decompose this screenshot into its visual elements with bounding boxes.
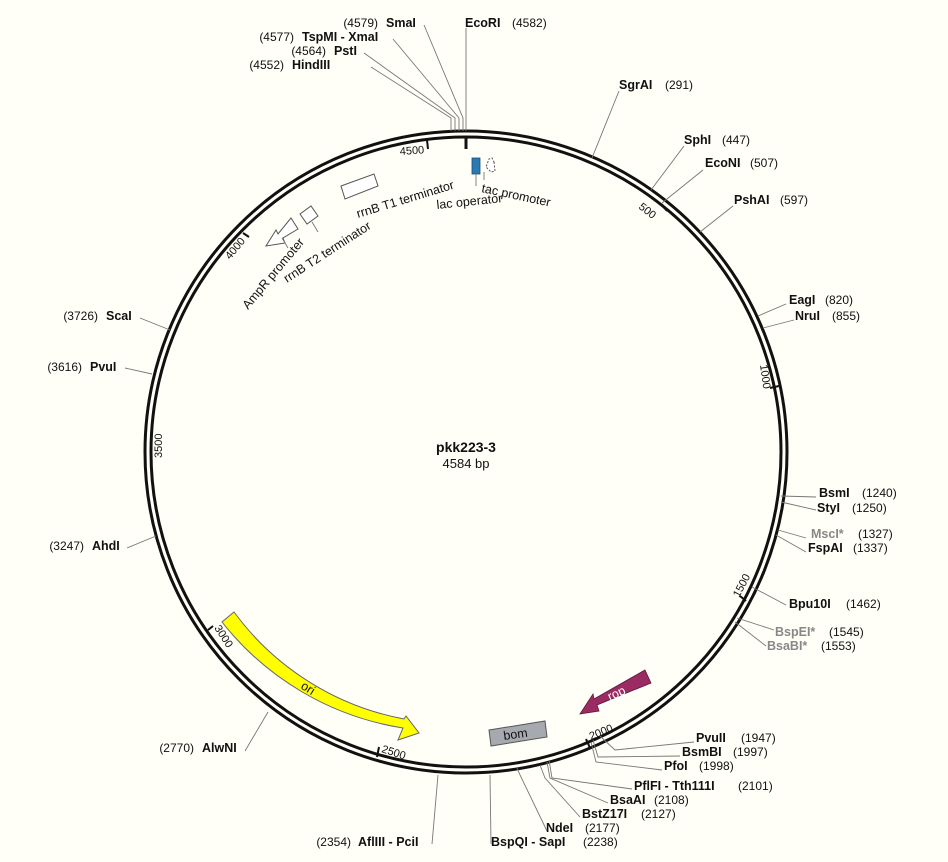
ruler-tick-500 — [660, 203, 668, 212]
site-name-pvui[interactable]: PvuI — [90, 360, 116, 374]
site-name-sphi[interactable]: SphI — [684, 133, 711, 147]
site-name-bspei[interactable]: BspEI* — [775, 625, 815, 639]
site-pos-bspqi: (2238) — [583, 835, 618, 849]
site-name-bsabi[interactable]: BsaBI* — [767, 639, 807, 653]
site-pos-bsmbi: (1997) — [733, 745, 768, 759]
site-name-bsmbi[interactable]: BsmBI — [682, 745, 722, 759]
site-name-scai[interactable]: ScaI — [106, 309, 132, 323]
site-pos-smai: (4579) — [343, 16, 378, 30]
site-pos-eagi: (820) — [825, 293, 853, 307]
site-pos-bsmi: (1240) — [862, 486, 897, 500]
site-name-bsmi[interactable]: BsmI — [819, 486, 850, 500]
site-pos-sphi: (447) — [722, 133, 750, 147]
site-name-bpu10i[interactable]: Bpu10I — [789, 597, 831, 611]
site-name-pvuii[interactable]: PvuII — [696, 731, 726, 745]
site-leaders — [124, 24, 817, 845]
ampR-promoter-feature[interactable] — [264, 217, 299, 247]
ruler-tick-2000 — [585, 738, 591, 749]
site-pos-tspmi: (4577) — [259, 30, 294, 44]
lac-operator-feature[interactable] — [471, 157, 481, 175]
site-pos-econi: (507) — [750, 156, 778, 170]
ruler-label-4500: 4500 — [399, 144, 424, 158]
ruler-label-3500: 3500 — [153, 434, 165, 458]
site-name-hindiii[interactable]: HindIII — [292, 58, 330, 72]
rop-label: rop — [605, 683, 627, 703]
site-pos-bsaai: (2108) — [654, 793, 689, 807]
site-pos-fspai: (1337) — [853, 541, 888, 555]
ruler-label-1000: 1000 — [757, 364, 772, 390]
rop-feature[interactable] — [579, 669, 652, 715]
site-name-pflfi[interactable]: PflFI - Tth111I — [634, 779, 715, 793]
site-pos-nrui: (855) — [832, 309, 860, 323]
site-name-tspmi[interactable]: TspMI - XmaI — [302, 30, 378, 44]
ruler-tick-1500 — [739, 595, 747, 602]
site-pos-msci: (1327) — [858, 527, 893, 541]
tac-promoter-feature[interactable] — [485, 157, 496, 173]
site-name-fspai[interactable]: FspAI — [808, 541, 843, 555]
site-name-sgrai[interactable]: SgrAI — [619, 78, 652, 92]
site-pos-hindiii: (4552) — [249, 58, 284, 72]
site-pos-pflfi: (2101) — [738, 779, 773, 793]
ruler: 500 1000 1500 2000 2500 3000 3500 4000 4… — [153, 139, 780, 762]
site-pos-afliii: (2354) — [316, 835, 351, 849]
site-labels: (4579) SmaI (4577) TspMI - XmaI (4564) P… — [47, 16, 896, 849]
ori-label: ori — [298, 679, 317, 698]
site-name-ndei[interactable]: NdeI — [546, 821, 573, 835]
site-pos-bstz17i: (2127) — [641, 807, 676, 821]
site-pos-ndei: (2177) — [585, 821, 620, 835]
site-name-bspqi[interactable]: BspQI - SapI — [491, 835, 565, 849]
site-pos-styi: (1250) — [852, 501, 887, 515]
ruler-tick-1000 — [769, 385, 780, 389]
site-name-bstz17i[interactable]: BstZ17I — [582, 807, 627, 821]
site-name-alwni[interactable]: AlwNI — [202, 741, 237, 755]
ruler-label-500: 500 — [636, 201, 658, 222]
site-pos-pvuii: (1947) — [741, 731, 776, 745]
site-pos-alwni: (2770) — [159, 741, 194, 755]
site-name-nrui[interactable]: NruI — [795, 309, 820, 323]
site-pos-ahdi: (3247) — [49, 539, 84, 553]
site-name-ecori[interactable]: EcoRI — [465, 16, 500, 30]
site-pos-psti: (4564) — [291, 44, 326, 58]
site-name-pshai[interactable]: PshAI — [734, 193, 769, 207]
ruler-tick-4500 — [426, 139, 429, 150]
ruler-tick-2500 — [376, 746, 380, 758]
lac-operator-label: lac operator — [436, 191, 503, 212]
site-pos-bsabi: (1553) — [821, 639, 856, 653]
site-name-ahdi[interactable]: AhdI — [92, 539, 120, 553]
rrnB-T2-terminator-feature[interactable] — [299, 205, 319, 225]
site-name-pfoi[interactable]: PfoI — [664, 759, 688, 773]
site-pos-pshai: (597) — [780, 193, 808, 207]
site-pos-bpu10i: (1462) — [846, 597, 881, 611]
plasmid-length: 4584 bp — [443, 456, 490, 471]
bom-label: bom — [502, 726, 528, 743]
site-pos-scai: (3726) — [63, 309, 98, 323]
ruler-tick-4000 — [242, 232, 250, 238]
site-pos-pvui: (3616) — [47, 360, 82, 374]
site-name-styi[interactable]: StyI — [817, 501, 840, 515]
bom-feature[interactable] — [488, 720, 548, 747]
plasmid-name: pkk223-3 — [436, 439, 496, 455]
site-name-eagi[interactable]: EagI — [789, 293, 815, 307]
rrnB-T1-terminator-feature[interactable] — [340, 173, 379, 200]
site-name-bsaai[interactable]: BsaAI — [610, 793, 645, 807]
site-name-msci[interactable]: MscI* — [811, 527, 844, 541]
site-name-smai[interactable]: SmaI — [386, 16, 416, 30]
site-name-afliii[interactable]: AflIII - PciI — [358, 835, 418, 849]
site-pos-bspei: (1545) — [829, 625, 864, 639]
site-name-psti[interactable]: PstI — [334, 44, 357, 58]
ruler-tick-3000 — [207, 625, 214, 631]
ori-feature[interactable] — [221, 611, 420, 741]
site-name-econi[interactable]: EcoNI — [705, 156, 740, 170]
site-pos-ecori: (4582) — [512, 16, 547, 30]
site-pos-sgrai: (291) — [665, 78, 693, 92]
site-pos-pfoi: (1998) — [699, 759, 734, 773]
